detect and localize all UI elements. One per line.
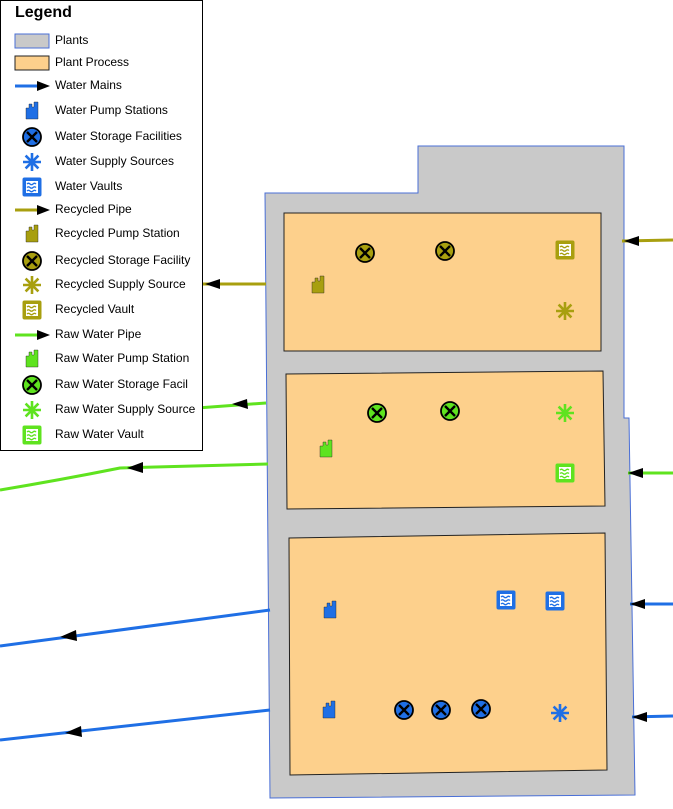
arrowhead-icon <box>624 236 639 246</box>
vault-icon <box>22 300 42 320</box>
legend-item: Water Vaults <box>1 176 201 198</box>
legend-item-label: Plants <box>55 33 89 47</box>
recycled-storage-facility-icon[interactable] <box>354 242 376 264</box>
legend-item: Water Storage Facilities <box>1 126 201 148</box>
raw-water-vault-icon[interactable] <box>555 463 575 483</box>
vault-icon <box>22 177 42 197</box>
plant-box-icon <box>14 33 50 49</box>
arrowhead-icon <box>628 468 643 478</box>
pump-station-icon <box>25 224 39 243</box>
process-box-icon <box>14 55 50 71</box>
legend-item: Plants <box>1 30 201 52</box>
arrowhead-icon <box>205 279 220 289</box>
recycled-storage-facility-icon[interactable] <box>434 240 456 262</box>
legend-item-label: Water Mains <box>55 78 122 92</box>
pipe-arrow-icon <box>15 205 50 215</box>
arrowhead-icon <box>630 599 645 609</box>
legend-item: Water Pump Stations <box>1 100 201 122</box>
water-vault-icon[interactable] <box>496 590 516 610</box>
legend-item: Recycled Pipe <box>1 199 201 221</box>
legend-item: Raw Water Supply Source <box>1 399 201 421</box>
legend-item: Raw Water Vault <box>1 424 201 446</box>
water-supply-source-icon[interactable] <box>549 702 571 724</box>
recycled-vault-icon[interactable] <box>555 240 575 260</box>
legend-item-label: Raw Water Pipe <box>55 327 142 341</box>
arrowhead-icon <box>65 726 82 737</box>
water-vault-icon[interactable] <box>545 591 565 611</box>
legend-item: Recycled Pump Station <box>1 223 201 245</box>
storage-facility-icon <box>21 250 43 272</box>
raw-water-supply-source-icon[interactable] <box>554 402 576 424</box>
legend-title: Legend <box>15 4 72 21</box>
storage-facility-icon <box>21 126 43 148</box>
legend-item-label: Raw Water Pump Station <box>55 351 190 365</box>
arrowhead-icon <box>232 399 248 409</box>
legend-item: Raw Water Storage Facil <box>1 374 201 396</box>
legend-item-label: Recycled Supply Source <box>55 277 186 291</box>
legend-item-label: Raw Water Storage Facil <box>55 377 188 391</box>
legend-item-label: Water Storage Facilities <box>55 129 182 143</box>
legend-item-label: Raw Water Supply Source <box>55 402 196 416</box>
legend-item: Water Supply Sources <box>1 151 201 173</box>
process-area-raw-water[interactable] <box>285 370 606 510</box>
legend-item-label: Water Pump Stations <box>55 103 168 117</box>
legend-item: Raw Water Pump Station <box>1 348 201 370</box>
legend-item-label: Recycled Pipe <box>55 202 132 216</box>
legend-item-label: Water Supply Sources <box>55 154 174 168</box>
supply-source-icon <box>21 151 43 173</box>
legend-item-label: Raw Water Vault <box>55 427 144 441</box>
water-main-lower-left[interactable] <box>0 708 271 742</box>
water-main-upper-left[interactable] <box>0 608 271 648</box>
vault-icon <box>22 425 42 445</box>
legend-item-label: Plant Process <box>55 55 130 69</box>
legend-item: Plant Process <box>1 52 201 74</box>
legend-item: Water Mains <box>1 75 201 97</box>
legend-item: Recycled Storage Facility <box>1 250 201 272</box>
supply-source-icon <box>21 274 43 296</box>
water-storage-facility-icon[interactable] <box>393 699 415 721</box>
raw-water-storage-facility-icon[interactable] <box>366 402 388 424</box>
legend-item: Raw Water Pipe <box>1 324 201 346</box>
water-storage-facility-icon[interactable] <box>470 698 492 720</box>
legend-item-label: Recycled Pump Station <box>55 226 180 240</box>
storage-facility-icon <box>21 374 43 396</box>
arrowhead-icon <box>60 630 77 641</box>
legend-item-label: Water Vaults <box>55 179 123 193</box>
arrowhead-icon <box>127 462 143 473</box>
recycled-supply-source-icon[interactable] <box>554 300 576 322</box>
legend-item: Recycled Supply Source <box>1 274 201 296</box>
legend-item-label: Recycled Vault <box>55 302 135 316</box>
pipe-arrow-icon <box>15 81 50 91</box>
legend-item: Recycled Vault <box>1 299 201 321</box>
water-storage-facility-icon[interactable] <box>430 699 452 721</box>
raw-water-pipe-lower-left[interactable] <box>0 462 269 492</box>
arrowhead-icon <box>632 712 647 722</box>
pump-station-icon <box>25 349 39 368</box>
raw-water-storage-facility-icon[interactable] <box>439 400 461 422</box>
supply-source-icon <box>21 399 43 421</box>
process-area-water[interactable] <box>288 532 608 776</box>
process-area-recycled[interactable] <box>283 212 602 352</box>
pump-station-icon <box>25 101 39 120</box>
legend-item-label: Recycled Storage Facility <box>55 253 191 267</box>
pipe-arrow-icon <box>15 330 50 340</box>
